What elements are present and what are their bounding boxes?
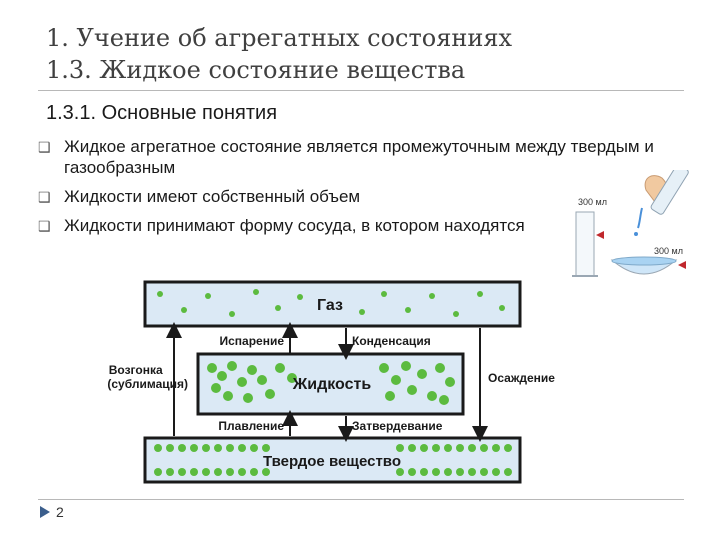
bullet-arrow-icon: ❑ <box>38 218 51 234</box>
page-marker-icon <box>40 506 50 518</box>
melting-label: Плавление <box>218 419 284 433</box>
slide-title: 1. Учение об агрегатных состояниях 1.3. … <box>46 22 512 86</box>
liquid-particles <box>207 361 455 405</box>
liquid-label: Жидкость <box>292 376 372 393</box>
cylinder-volume-label: 300 мл <box>578 197 607 207</box>
title-line-2: 1.3. Жидкое состояние вещества <box>46 56 466 84</box>
solid-particles <box>154 444 512 476</box>
bullet-item: ❑ Жидкости имеют собственный объем <box>38 186 678 207</box>
section-heading: 1.3.1. Основные понятия <box>46 102 278 124</box>
title-divider <box>38 90 684 91</box>
pouring-hand-icon <box>634 170 689 236</box>
evaporation-label: Испарение <box>219 334 284 348</box>
solidification-label: Затвердевание <box>352 419 443 433</box>
cylinder-level-marker <box>596 231 604 239</box>
graduated-cylinder <box>572 211 598 277</box>
gas-particles <box>157 289 505 317</box>
gas-label: Газ <box>317 297 343 314</box>
bullet-item: ❑ Жидкости принимают форму сосуда, в кот… <box>38 215 678 236</box>
sublimation-label: Возгонка (сублимация) <box>107 363 188 391</box>
bullet-list: ❑ Жидкое агрегатное состояние является п… <box>38 136 678 244</box>
deposition-label: Осаждение <box>488 371 555 385</box>
solid-label: Твердое вещество <box>263 453 401 470</box>
page-number: 2 <box>56 504 64 520</box>
pouring-illustration: 300 мл 300 мл <box>572 170 689 277</box>
dish-level-marker <box>678 261 686 269</box>
title-line-1: 1. Учение об агрегатных состояниях <box>46 24 513 52</box>
gas-box <box>143 280 522 328</box>
dish <box>610 256 678 275</box>
footer-divider <box>38 499 684 500</box>
phase-diagram: Газ Жидкость Твердое вещество Испарение … <box>107 280 555 484</box>
bullet-text: Жидкости имеют собственный объем <box>64 187 361 206</box>
bullet-item: ❑ Жидкое агрегатное состояние является п… <box>38 136 678 178</box>
dish-volume-label: 300 мл <box>654 246 683 256</box>
sublimation-label-line2: (сублимация) <box>107 377 188 391</box>
bullet-text: Жидкости принимают форму сосуда, в котор… <box>64 216 525 235</box>
bullet-text: Жидкое агрегатное состояние является про… <box>64 137 654 177</box>
bullet-arrow-icon: ❑ <box>38 189 51 205</box>
sublimation-label-line1: Возгонка <box>109 363 163 377</box>
condensation-label: Конденсация <box>352 334 431 348</box>
bullet-arrow-icon: ❑ <box>38 139 51 155</box>
